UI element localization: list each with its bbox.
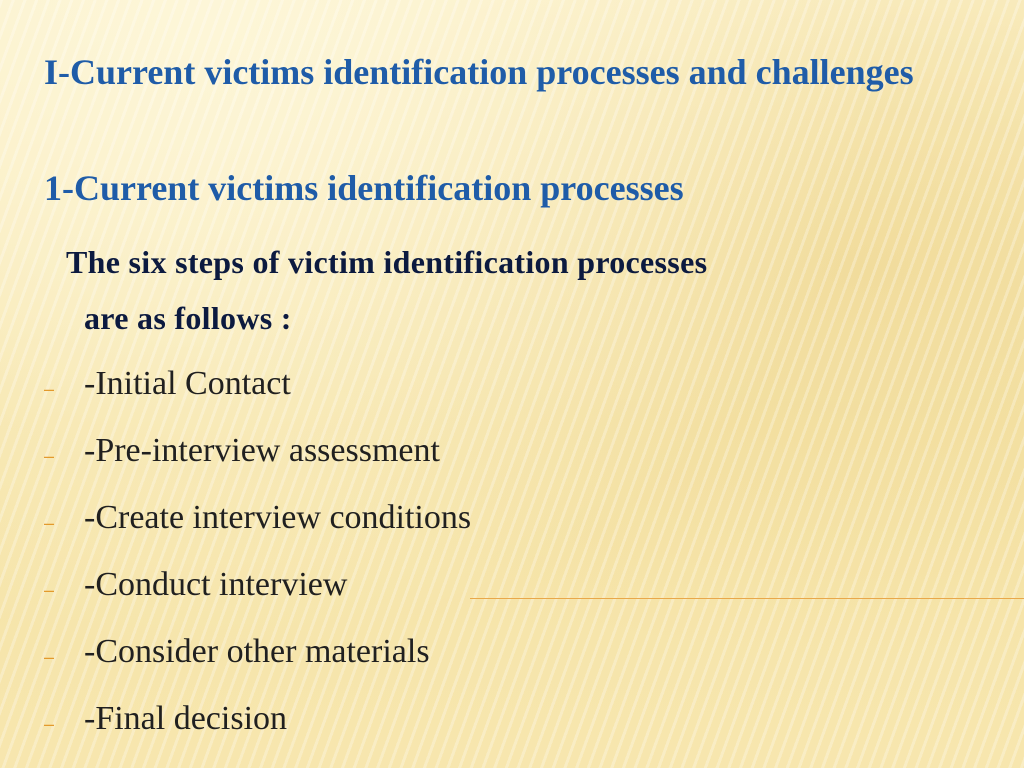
dash-bullet-icon: – xyxy=(44,647,55,667)
step-label: -Consider other materials xyxy=(84,632,430,670)
step-label: -Conduct interview xyxy=(84,565,348,603)
decorative-divider-line xyxy=(470,598,1024,599)
intro-line-2: are as follows : xyxy=(84,300,292,336)
dash-bullet-icon: – xyxy=(44,714,55,734)
intro-line-1: The six steps of victim identification p… xyxy=(66,244,708,280)
step-label: -Pre-interview assessment xyxy=(84,431,440,469)
dash-bullet-icon: – xyxy=(44,446,55,466)
list-item: – -Initial Contact xyxy=(40,350,471,417)
list-item: – -Pre-interview assessment xyxy=(40,417,471,484)
step-label: -Create interview conditions xyxy=(84,498,472,536)
slide-subtitle: 1-Current victims identification process… xyxy=(44,168,684,208)
steps-list: – -Initial Contact – -Pre-interview asse… xyxy=(40,350,471,752)
slide-title: I-Current victims identification process… xyxy=(44,52,914,92)
list-item: – -Conduct interview xyxy=(40,551,471,618)
dash-bullet-icon: – xyxy=(44,379,55,399)
step-label: -Final decision xyxy=(84,699,288,737)
step-label: -Initial Contact xyxy=(84,364,291,402)
dash-bullet-icon: – xyxy=(44,513,55,533)
intro-text: The six steps of victim identification p… xyxy=(66,234,986,346)
list-item: – -Create interview conditions xyxy=(40,484,471,551)
list-item: – -Consider other materials xyxy=(40,618,471,685)
dash-bullet-icon: – xyxy=(44,580,55,600)
list-item: – -Final decision xyxy=(40,685,471,752)
